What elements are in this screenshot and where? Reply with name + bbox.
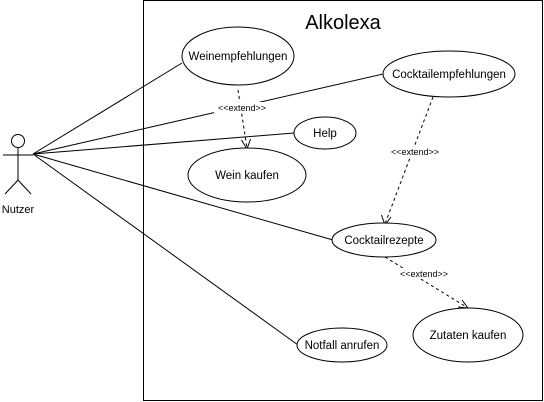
system-title: Alkolexa [305, 12, 381, 34]
association-help [32, 132, 295, 155]
actor-label: Nutzer [2, 204, 35, 216]
use-case-label-zutaten-kaufen: Zutaten kaufen [430, 330, 507, 342]
use-case-zutaten-kaufen[interactable]: Zutaten kaufen [412, 307, 524, 363]
use-case-label-cocktailempfehlungen: Cocktailempfehlungen [392, 69, 506, 81]
extend-line-3 [384, 256, 469, 309]
use-case-cocktailempfehlungen[interactable]: Cocktailempfehlungen [382, 50, 516, 98]
use-case-label-wein-kaufen: Wein kaufen [215, 170, 279, 182]
actor-nutzer[interactable]: Nutzer [2, 134, 35, 217]
extend-line-2 [384, 96, 434, 225]
association-weinempfehlungen [32, 62, 183, 155]
actor-left-leg [4, 179, 19, 195]
use-case-weinempfehlungen[interactable]: Weinempfehlungen [181, 26, 295, 86]
use-case-label-cocktailrezepte: Cocktailrezepte [344, 235, 423, 247]
association-cocktailempfehlungen [32, 73, 384, 155]
use-case-label-weinempfehlungen: Weinempfehlungen [189, 51, 288, 63]
use-case-label-notfall-anrufen: Notfall anrufen [305, 340, 380, 352]
association-notfall-anrufen [32, 153, 299, 346]
extend-label-2: <<extend>> [391, 147, 439, 157]
use-case-wein-kaufen[interactable]: Wein kaufen [187, 147, 307, 203]
extend-label-3: <<extend>> [400, 269, 448, 279]
extend-label-1: <<extend>> [218, 103, 266, 113]
association-cocktailrezepte [32, 153, 334, 241]
extend-line-1 [237, 89, 248, 149]
actor-head [11, 134, 25, 148]
associations [32, 62, 384, 346]
use-case-notfall-anrufen[interactable]: Notfall anrufen [296, 327, 388, 363]
use-case-label-help: Help [313, 128, 337, 140]
actor-right-leg [17, 179, 32, 195]
use-case-help[interactable]: Help [293, 116, 357, 150]
use-case-cocktailrezepte[interactable]: Cocktailrezepte [331, 222, 437, 258]
